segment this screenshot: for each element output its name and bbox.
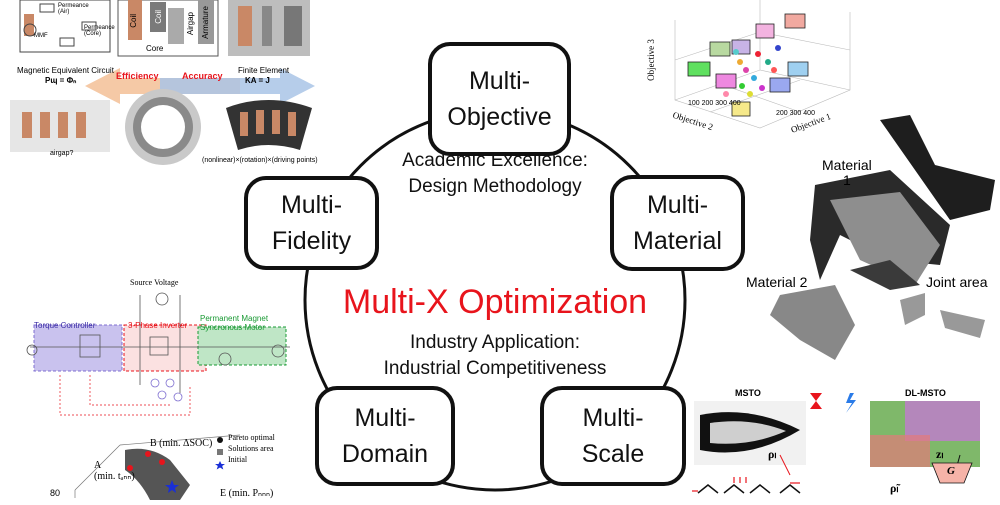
pareto-legend: Pareto optimal Solutions area Initial bbox=[228, 433, 275, 465]
objective-scatter bbox=[674, 0, 851, 129]
domain-line1: Multi- bbox=[354, 403, 416, 432]
academic-line2: Design Methodology bbox=[408, 175, 582, 197]
mec-label: Magnetic Equivalent Circuit bbox=[17, 66, 114, 75]
objective-line1: Multi- bbox=[468, 66, 531, 95]
inverter-label: 3-Phase Inverter bbox=[128, 321, 188, 330]
point-b-label: B (min. ΔSOC) bbox=[150, 438, 213, 449]
point-a-sub: (min. tₐₙₙ) bbox=[94, 471, 135, 482]
fe-label: Finite Element bbox=[238, 66, 290, 75]
multi-material-box: Multi- Material bbox=[610, 175, 745, 271]
core-label: Core bbox=[146, 44, 164, 53]
accuracy-arrow-label: Accuracy bbox=[182, 71, 223, 81]
multi-scale-box: Multi- Scale bbox=[540, 386, 686, 486]
material-graphic bbox=[770, 115, 995, 360]
airgap-question-label: airgap? bbox=[50, 150, 74, 157]
objective-panel: Objective 3 Objective 2 Objective 1 100 … bbox=[646, 0, 875, 145]
joint-area-label: Joint area bbox=[926, 274, 988, 290]
armature-label: Armature bbox=[201, 6, 210, 39]
scale-line1: Multi- bbox=[582, 403, 644, 432]
center-title: Multi-X Optimization bbox=[342, 283, 648, 321]
material-line1: Multi- bbox=[646, 190, 709, 219]
tick-right-3: 400 bbox=[803, 110, 815, 117]
multi-fidelity-box: Multi- Fidelity bbox=[244, 176, 379, 270]
material-1-number: 1 bbox=[843, 172, 851, 189]
y-tick-80: 80 bbox=[50, 488, 61, 498]
multi-domain-box: Multi- Domain bbox=[315, 386, 455, 486]
scale-graphic bbox=[692, 393, 980, 494]
legend-initial: Initial bbox=[228, 454, 248, 464]
mmf-label: MMF bbox=[34, 33, 48, 39]
scale-panel: MSTO DL-MSTO ρₗ zₗ ρ̃ₗ G bbox=[690, 385, 1000, 500]
coil-label-1: Coil bbox=[129, 14, 138, 28]
torque-controller-label: Torque Controller bbox=[34, 321, 96, 330]
material-panel: Material 1 Material 2 Joint area bbox=[740, 110, 1000, 375]
dlmsto-label: DL-MSTO bbox=[905, 388, 946, 398]
objective-line2: Objective bbox=[447, 103, 552, 131]
fe-equation: KA = J bbox=[245, 76, 270, 85]
material-line2: Material bbox=[633, 227, 722, 255]
scale-line2: Scale bbox=[581, 440, 645, 468]
pareto-plot bbox=[74, 434, 241, 500]
objective-3-axis-label: Objective 3 bbox=[645, 39, 656, 81]
tick-left-2: 200 bbox=[701, 100, 714, 107]
legend-pareto: Pareto optimal bbox=[228, 433, 275, 442]
msto-label: MSTO bbox=[735, 388, 761, 398]
domain-circuit-panel: Source Voltage Torque Controller 3-Phase… bbox=[20, 275, 305, 425]
fidelity-graphic bbox=[10, 0, 315, 165]
tick-right-1: 200 bbox=[776, 110, 788, 117]
ticks-left: 100 200 300 400 bbox=[688, 100, 741, 107]
motor-line1: Permanent Magnet bbox=[200, 314, 269, 323]
permeance-core-label: Permeance (Core) bbox=[84, 25, 115, 37]
z-label: zₗ bbox=[936, 447, 944, 461]
domain-circuit bbox=[26, 292, 290, 416]
tick-left-4: 400 bbox=[728, 100, 741, 107]
tick-right-2: 300 bbox=[789, 110, 802, 117]
industry-line2: Industrial Competitiveness bbox=[383, 357, 607, 379]
fidelity-line2: Fidelity bbox=[271, 227, 352, 255]
motor-label: Permanent Magnet Syncronous Motor bbox=[200, 314, 269, 333]
nonlinear-label: (nonlinear)×(rotation)×(driving points) bbox=[202, 157, 318, 164]
mec-equation: Pɰ = Φₙ bbox=[45, 76, 77, 85]
material-1-text: Material bbox=[822, 157, 872, 173]
tick-left-1: 100 bbox=[688, 100, 700, 107]
fidelity-line1: Multi- bbox=[280, 190, 343, 219]
ticks-right: 200 300 400 bbox=[776, 110, 815, 117]
multi-objective-box: Multi- Objective bbox=[428, 42, 571, 156]
legend-solutions: Solutions area bbox=[228, 443, 274, 453]
domain-line2: Domain bbox=[341, 440, 429, 468]
industry-line1: Industry Application: bbox=[409, 332, 581, 353]
g-block-label: G bbox=[947, 465, 955, 477]
tick-left-3: 300 bbox=[715, 100, 727, 107]
fidelity-panel: Permeance (Air) Permeance (Core) MMF Coi… bbox=[0, 0, 330, 172]
source-voltage-label: Source Voltage bbox=[130, 278, 179, 287]
point-e-label: E (min. Pₙₙₙ) bbox=[220, 488, 274, 499]
permeance-air-label: Permeance (Air) bbox=[58, 3, 89, 15]
efficiency-arrow-label: Efficiency bbox=[116, 71, 159, 81]
material-1-label: Material 1 bbox=[822, 157, 872, 189]
coil-label-2: Coil bbox=[154, 10, 163, 24]
airgap-label: Airgap bbox=[186, 12, 195, 36]
pareto-panel: Pareto optimal Solutions area Initial B … bbox=[30, 430, 290, 500]
point-a-label: A (min. tₐₙₙ) bbox=[94, 460, 135, 482]
rho-label: ρₗ bbox=[768, 447, 777, 461]
point-a-text: A bbox=[94, 460, 102, 471]
industry-label: Industry Application: Industrial Competi… bbox=[330, 330, 660, 381]
material-2-label: Material 2 bbox=[746, 274, 808, 290]
motor-line2: Syncronous Motor bbox=[200, 322, 265, 332]
rho-tilde-label: ρ̃ₗ bbox=[890, 481, 899, 495]
